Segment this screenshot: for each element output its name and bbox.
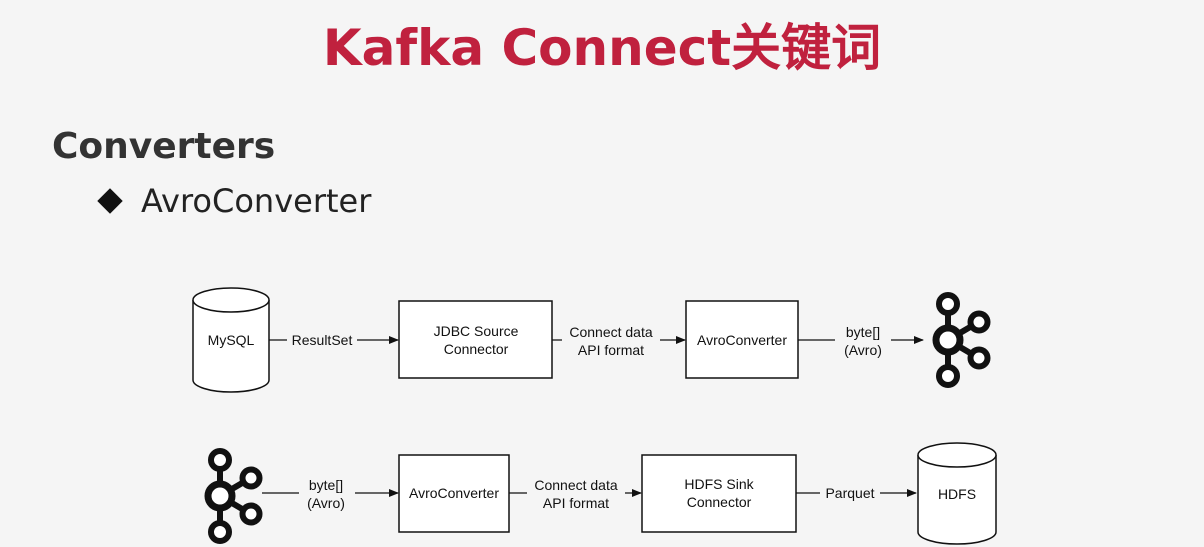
edge-connect-data-1-line2: API format <box>578 342 644 358</box>
edge-connect-data-2-line2: API format <box>543 495 609 511</box>
edge-resultset-label: ResultSet <box>292 332 353 348</box>
bullet-text: AvroConverter <box>141 182 372 220</box>
hdfs-label: HDFS <box>938 486 976 502</box>
avro-converter-box-1: AvroConverter <box>685 300 799 379</box>
edge-connect-data-2-line1: Connect data <box>534 477 617 493</box>
avro-converter-2-label: AvroConverter <box>409 485 499 501</box>
hdfs-connector-label-line2: Connector <box>687 494 752 510</box>
edge-connect-data-1-line1: Connect data <box>569 324 652 340</box>
kafka-logo-icon <box>932 292 991 388</box>
page-title: Kafka Connect关键词 <box>322 19 882 77</box>
avro-converter-1-label: AvroConverter <box>697 332 787 348</box>
hdfs-sink-connector-box: HDFS Sink Connector <box>641 454 797 533</box>
edge-byte-avro-2-line2: (Avro) <box>307 495 345 511</box>
edge-parquet-label: Parquet <box>825 485 874 501</box>
edge-byte-avro-2-line1: byte[] <box>309 477 343 493</box>
bullet-item: AvroConverter <box>97 182 371 220</box>
kafka-logo-icon <box>204 448 263 544</box>
avro-converter-box-2: AvroConverter <box>398 454 510 533</box>
jdbc-connector-label-line1: JDBC Source <box>434 323 519 339</box>
mysql-database: MySQL <box>192 287 270 393</box>
jdbc-source-connector-box: JDBC Source Connector <box>398 300 553 379</box>
hdfs-database: HDFS <box>917 442 997 545</box>
hdfs-connector-label-line1: HDFS Sink <box>684 476 754 492</box>
edge-byte-avro-1-line1: byte[] <box>846 324 880 340</box>
edge-byte-avro-1-line2: (Avro) <box>844 342 882 358</box>
section-heading: Converters <box>52 126 276 167</box>
jdbc-connector-label-line2: Connector <box>444 341 509 357</box>
mysql-label: MySQL <box>208 332 255 348</box>
